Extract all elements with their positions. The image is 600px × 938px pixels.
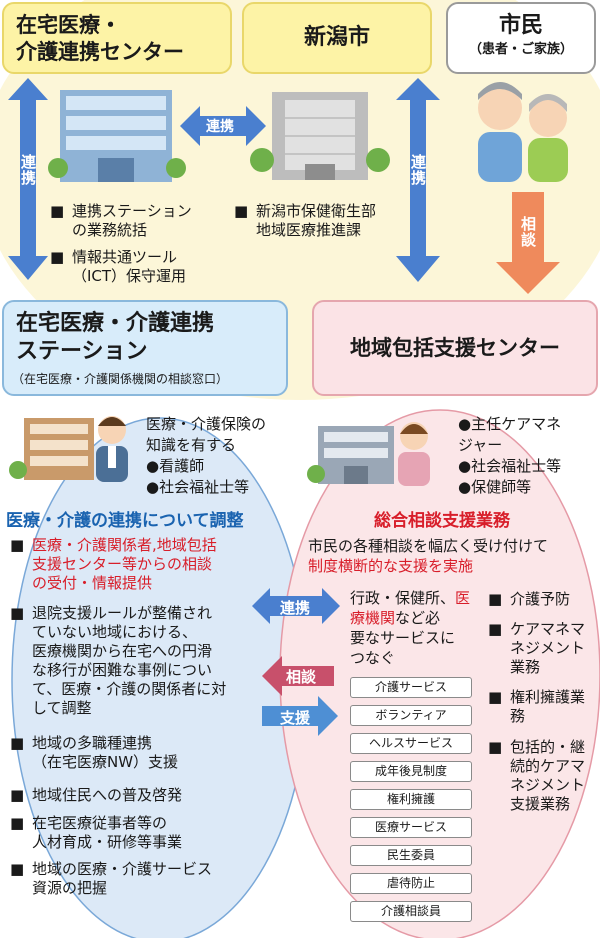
bullet-square-icon: ■ (488, 688, 503, 706)
bullet-square-icon: ■ (488, 590, 503, 608)
houkatsu-staff-text: ●主任ケアマネ ジャー ●社会福祉士等 ●保健師等 (458, 415, 562, 496)
connect-red: 医療機関 (350, 589, 471, 627)
zaitaku-center-box: 在宅医療・ 介護連携センター (2, 2, 232, 74)
station-task-2: ■ 退院支援ルールが整備され ていない地域における、 医療機関から在宅への円滑 … (10, 604, 227, 717)
station-task-1: ■ 医療・介護関係者,地域包括 支援センター等からの相談 の受付・情報提供 (10, 536, 217, 592)
station-task-3: ■ 地域の多職種連携 （在宅医療NW）支援 (10, 734, 179, 771)
center-bullet-1: ■ 連携ステーション の業務統括 (50, 202, 192, 239)
houkatsu-desc-line2: 制度横断的な支援を実施 (308, 557, 474, 575)
bullet-square-icon: ■ (10, 814, 25, 832)
houkatsu-desc: 市民の各種相談を幅広く受け付けて 制度横断的な支援を実施 (308, 536, 600, 576)
station-title: 在宅医療・介護連携 ステーション (16, 311, 215, 364)
houkatsu-desc-line1: 市民の各種相談を幅広く受け付けて (308, 537, 549, 555)
service-health: ヘルスサービス (350, 733, 472, 754)
houkatsu-box: 地域包括支援センター (312, 300, 598, 396)
bullet-square-icon: ■ (488, 620, 503, 638)
city-bullet-1: ■ 新潟市保健衛生部 地域医療推進課 (234, 202, 377, 239)
station-subtitle: （在宅医療・介護関係機関の相談窓口） (12, 372, 229, 386)
bullet-square-icon: ■ (10, 604, 25, 622)
citizen-subtitle: （患者・ご家族） (468, 42, 573, 57)
soudan-label-bottom: 相談 (286, 668, 317, 686)
citizen-box: 市民 （患者・ご家族） (446, 2, 596, 74)
bullet-square-icon: ■ (10, 734, 25, 752)
bullet-square-icon: ■ (10, 786, 25, 804)
bullet-square-icon: ■ (234, 202, 249, 220)
niigata-city-box: 新潟市 (242, 2, 432, 74)
station-task-4: ■ 地域住民への普及啓発 (10, 786, 183, 804)
service-guardianship: 成年後見制度 (350, 761, 472, 782)
houkatsu-task-4: ■ 包括的・継 続的ケアマ ネジメント 支援業務 (488, 738, 586, 813)
houkatsu-title: 地域包括支援センター (350, 336, 560, 360)
renkei-arrow-buildings (180, 106, 266, 146)
station-task-6: ■ 地域の医療・介護サービス 資源の把握 (10, 860, 213, 897)
zaitaku-center-title: 在宅医療・ 介護連携センター (16, 13, 184, 64)
houkatsu-staff-icon (398, 422, 430, 486)
niigata-city-title: 新潟市 (303, 25, 370, 50)
station-staff-text: 医療・介護保険の 知識を有する ●看護師 ●社会福祉士等 (146, 415, 267, 496)
bullet-square-icon: ■ (50, 202, 65, 220)
service-medical: 医療サービス (350, 817, 472, 838)
building-icon-city (250, 92, 390, 180)
service-volunteer: ボランティア (350, 705, 472, 726)
bullet-square-icon: ■ (10, 536, 25, 554)
center-bullet-2: ■ 情報共通ツール （ICT）保守運用 (50, 248, 187, 285)
houkatsu-building-icon (307, 426, 394, 484)
renkei-arrow-mid (396, 78, 440, 282)
station-box: 在宅医療・介護連携 ステーション （在宅医療・介護関係機関の相談窓口） (2, 300, 288, 396)
bullet-square-icon: ■ (50, 248, 65, 266)
connect-pre: 行政・保健所、 (350, 589, 456, 607)
station-heading: 医療・介護の連携について調整 (6, 511, 244, 531)
citizen-title: 市民 (498, 13, 543, 38)
shien-label-bottom: 支援 (280, 709, 311, 727)
houkatsu-task-3: ■ 権利擁護業 務 (488, 688, 586, 725)
houkatsu-heading: 総合相談支援業務 (374, 511, 510, 531)
renkei-label-left: 連携 (19, 154, 37, 186)
soudan-label-down: 相談 (519, 216, 537, 248)
shien-arrow-bottom (262, 696, 338, 736)
service-rights: 権利擁護 (350, 789, 472, 810)
renkei-arrow-left (8, 78, 48, 280)
building-icon-center (48, 90, 186, 182)
station-task-5: ■ 在宅医療従事者等の 人材育成・研修等事業 (10, 814, 183, 851)
service-kaigo: 介護サービス (350, 677, 472, 698)
soudan-arrow-bottom (262, 656, 334, 696)
bullet-square-icon: ■ (488, 738, 503, 756)
renkei-arrow-bottom (252, 588, 340, 624)
soudan-arrow-down (496, 192, 560, 294)
houkatsu-task-1: ■ 介護予防 (488, 590, 571, 608)
service-abuse-prevention: 虐待防止 (350, 873, 472, 894)
service-minsei: 民生委員 (350, 845, 472, 866)
houkatsu-task-2: ■ ケアマネマ ネジメント 業務 (488, 620, 586, 676)
connect-post: など必 要なサービスに つなぐ (350, 609, 456, 667)
station-staff-icon (96, 416, 128, 482)
bullet-square-icon: ■ (10, 860, 25, 878)
renkei-label-mid: 連携 (409, 154, 427, 186)
connect-text: 行政・保健所、医療機関など必 要なサービスに つなぐ (350, 588, 478, 668)
renkei-label-buildings: 連携 (206, 119, 234, 135)
renkei-label-bottom: 連携 (280, 599, 311, 617)
station-building-icon (9, 418, 94, 480)
service-kaigo-soudan: 介護相談員 (350, 901, 472, 922)
citizen-elderly-icon (478, 82, 568, 182)
